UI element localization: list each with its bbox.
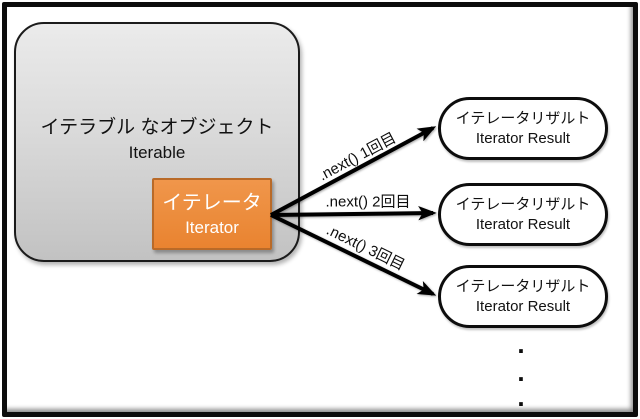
result-label-ja: イテレータリザルト — [455, 196, 591, 213]
ellipsis-dot: . — [517, 382, 525, 412]
iterator-label-ja: イテレータ — [162, 191, 262, 214]
iterator-result-pill-3: イテレータリザルト Iterator Result — [438, 265, 608, 328]
iterator-box: イテレータ Iterator — [152, 178, 272, 250]
result-label-en: Iterator Result — [475, 216, 571, 233]
result-label-en: Iterator Result — [475, 130, 571, 147]
result-label-en: Iterator Result — [475, 298, 571, 315]
result-label-ja: イテレータリザルト — [455, 278, 591, 295]
ellipsis-dot: . — [517, 329, 525, 359]
iterator-result-pill-1: イテレータリザルト Iterator Result — [438, 97, 608, 160]
ellipsis-dot: . — [517, 357, 525, 387]
iterable-label-en: Iterable — [128, 143, 186, 162]
next-call-label-2: .next() 2回目 — [325, 193, 411, 211]
iterator-label-en: Iterator — [185, 217, 239, 237]
iterator-result-pill-2: イテレータリザルト Iterator Result — [438, 183, 608, 246]
result-label-ja: イテレータリザルト — [455, 110, 591, 127]
iterable-label-ja: イテラブル なオブジェクト — [40, 117, 274, 138]
